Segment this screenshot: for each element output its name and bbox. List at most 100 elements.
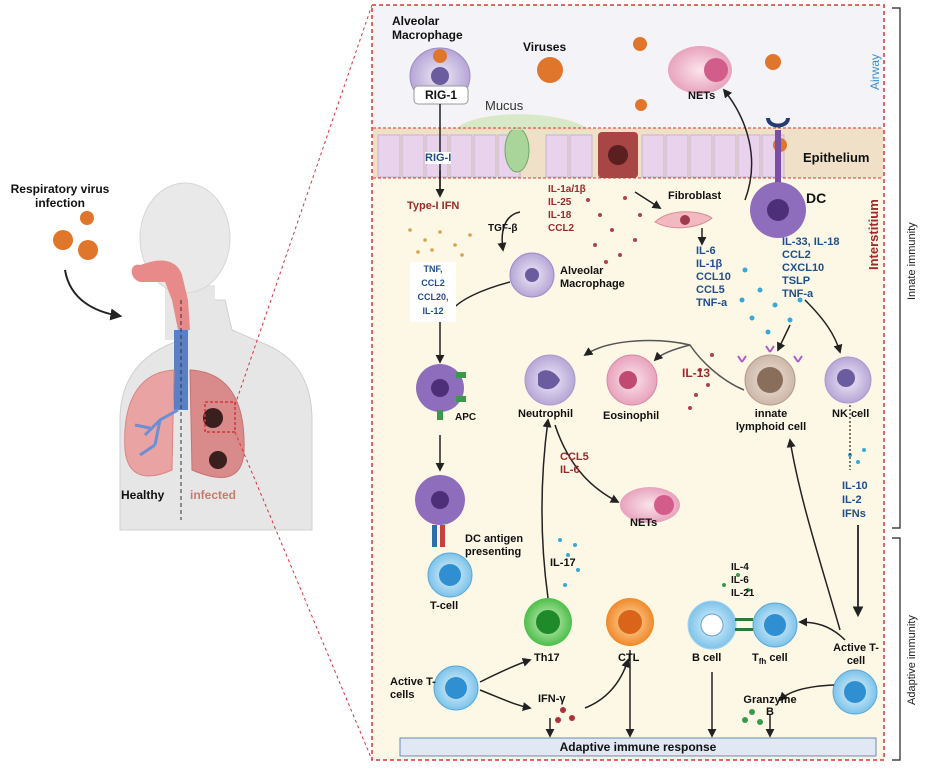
granzyme-label: Granzyme B: [743, 694, 797, 718]
il17-particles: [558, 538, 580, 587]
ctl-cell: [606, 598, 654, 646]
human-figure: [119, 182, 313, 531]
nets-mid-label: NETs: [630, 517, 658, 529]
viruses-label: Viruses: [523, 40, 567, 54]
epithelial-cytokine-particles: [586, 196, 642, 264]
active-tcell-right: [832, 669, 878, 715]
dc-antigen-presenting-cell: [415, 475, 465, 547]
infection-label: Respiratory virus infection: [10, 182, 110, 210]
ilc-label: innate lymphoid cell: [735, 408, 807, 433]
tfh-cell-suffix: cell: [766, 652, 788, 664]
am-cytokine-1: TNF,: [423, 264, 443, 274]
fib-cytokine-3: CCL10: [696, 271, 731, 283]
tfh-cytokine-particles: [722, 573, 750, 592]
tfh-cell-label: Tfh cell: [752, 652, 788, 666]
airborne-viruses: [53, 211, 98, 260]
dendritic-cell-dc: [750, 117, 806, 238]
tcell-label: T-cell: [430, 600, 459, 612]
fibroblast-label: Fibroblast: [668, 190, 722, 202]
epi-cytokine-1: IL-1a/1β: [548, 184, 586, 195]
nk-cytokine-1: IL-10: [842, 480, 868, 492]
active-tcells-left: [433, 665, 479, 711]
alveolar-macrophage-mid-label: Alveolar Macrophage: [560, 265, 625, 290]
nk-cytokine-3: IFNs: [842, 508, 866, 520]
rig1-box-label: RIG-1: [424, 88, 457, 102]
am-cytokine-4: IL-12: [422, 306, 444, 316]
dc-cytokine-5: TNF-a: [782, 288, 814, 300]
il13-label: IL-13: [682, 366, 711, 380]
epithelium-label: Epithelium: [803, 150, 870, 165]
neutrophil-label: Neutrophil: [518, 408, 573, 420]
epi-cytokine-3: IL-18: [548, 210, 572, 221]
nk-cytokine-2: IL-2: [842, 494, 862, 506]
rig-i-label: RIG-I: [425, 152, 452, 164]
tfh-cytokine-3: IL-21: [731, 588, 755, 599]
immunity-bracket: [892, 7, 901, 761]
il17-label: IL-17: [550, 557, 576, 569]
infection-arrow: [64, 269, 123, 321]
healthy-label: Healthy: [121, 488, 165, 502]
innate-lymphoid-cell: [737, 345, 803, 406]
t-cell: [427, 552, 473, 598]
interstitium-label: Interstitium: [866, 199, 881, 270]
ccl5-label: CCL5: [560, 451, 589, 463]
adaptive-response-label: Adaptive immune response: [559, 740, 717, 754]
b-cell: [687, 600, 737, 650]
virus-icon: [53, 230, 73, 250]
virus-icon: [765, 54, 781, 70]
epi-cytokine-4: CCL2: [548, 223, 575, 234]
am-cytokine-3: CCL20,: [417, 292, 449, 302]
fib-cytokine-1: IL-6: [696, 245, 716, 257]
dc-cytokine-2: CCL2: [782, 249, 811, 261]
dc-cytokine-3: CXCL10: [782, 262, 825, 274]
tfh-cytokine-1: IL-4: [731, 562, 749, 573]
il6-label: IL-6: [560, 464, 580, 476]
virus-icon: [80, 211, 94, 225]
active-tcells-left-label: Active T-cells: [390, 676, 436, 701]
adaptive-response-bar: [399, 737, 877, 757]
eosinophil-cell: [606, 354, 658, 406]
eosinophil-label: Eosinophil: [603, 410, 660, 422]
dc-antigen-label: DC antigen presenting: [465, 533, 524, 558]
nk-cell-label: NK cell: [832, 408, 870, 420]
th17-cell: [524, 598, 572, 646]
mucus-label: Mucus: [485, 98, 524, 113]
b-cell-label: B cell: [692, 652, 722, 664]
alveolar-macrophage-top: [409, 47, 471, 105]
ifn-gamma-label: IFN-γ: [538, 693, 566, 705]
granzyme-particles: [742, 709, 763, 725]
nets-top-cell: [668, 46, 732, 94]
tfh-cell-sub: fh: [758, 657, 767, 667]
tfh-cell-main: T: [752, 652, 759, 664]
apc-label: APC: [455, 412, 477, 423]
dc-cytokine-particles: [739, 267, 803, 335]
tfh-cytokine-2: IL-6: [731, 575, 749, 586]
th17-label: Th17: [534, 652, 560, 664]
am-cytokines-box: TNF, CCL2 CCL20, IL-12: [410, 262, 456, 322]
alveolar-macrophage-top-label: Alveolar Macrophage: [392, 14, 463, 42]
epi-cytokine-2: IL-25: [548, 197, 572, 208]
virus-icon: [537, 57, 563, 83]
nk-cytokine-particles: [848, 448, 866, 464]
innate-immunity-label: Innate immunity: [906, 222, 918, 300]
tgf-beta-label: TGF-β: [488, 223, 518, 234]
tfh-cell: [735, 602, 798, 648]
fib-cytokine-4: CCL5: [696, 284, 725, 296]
alveolar-macrophage-mid: [509, 252, 555, 298]
neutrophil-cell: [524, 354, 576, 406]
nets-mid-cell: [620, 487, 680, 523]
virus-icon: [433, 49, 447, 63]
dc-cytokine-1: IL-33, IL-18: [782, 236, 840, 248]
type1-ifn-particles: [408, 228, 472, 257]
dc-cytokine-4: TSLP: [782, 275, 811, 287]
viruses-group: [433, 37, 787, 152]
nk-cell: [824, 356, 872, 404]
apc-cell: [416, 364, 466, 420]
adaptive-immunity-label: Adaptive immunity: [906, 615, 918, 705]
ctl-label: CTL: [618, 652, 640, 664]
airway-label: Airway: [868, 53, 882, 90]
dc-label: DC: [806, 190, 827, 206]
type1-ifn-label: Type-I IFN: [407, 200, 460, 212]
am-cytokine-2: CCL2: [421, 278, 445, 288]
